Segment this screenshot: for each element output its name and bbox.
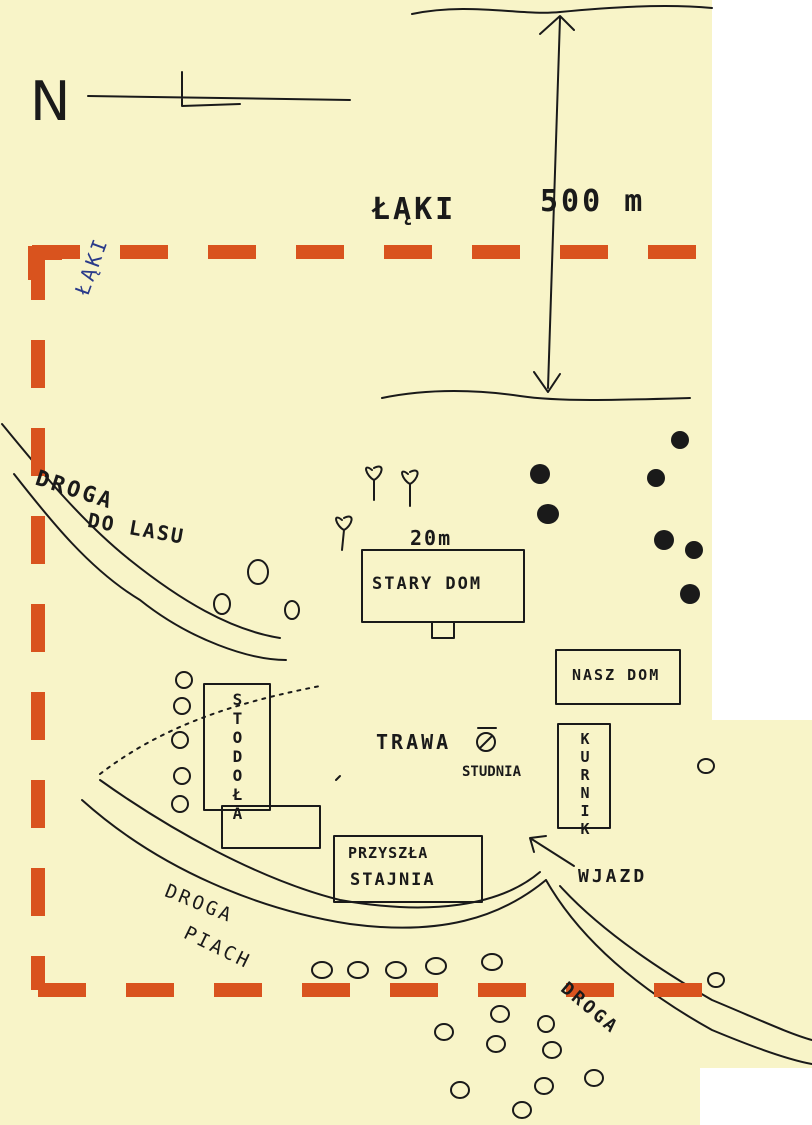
distance-label-20: 20m bbox=[410, 526, 453, 550]
our-house-building bbox=[555, 649, 681, 705]
distance-arrow-icon bbox=[533, 15, 575, 393]
bush-row-south bbox=[311, 953, 503, 979]
future-stable-building bbox=[333, 835, 483, 903]
road-sand-edge-3 bbox=[99, 685, 321, 775]
meadow-label-top: ŁĄKI bbox=[372, 192, 457, 227]
road-sand-edge-1 bbox=[81, 799, 547, 929]
our-house-label: NASZ DOM bbox=[572, 666, 661, 684]
north-arrow-icon bbox=[87, 71, 351, 107]
old-house-label: STARY DOM bbox=[372, 574, 483, 594]
barn-annex-building bbox=[221, 805, 321, 849]
distance-label-500: 500 m bbox=[540, 184, 646, 219]
road-to-forest-edge-2 bbox=[13, 473, 287, 661]
well-label: STUDNIA bbox=[462, 764, 522, 780]
chicken-coop-building bbox=[557, 723, 611, 829]
entrance-label: WJAZD bbox=[578, 866, 648, 887]
dark-bush-group bbox=[530, 431, 703, 604]
road-right-edge-1 bbox=[545, 879, 812, 1065]
well-icon bbox=[476, 732, 496, 752]
grass-mark-icon bbox=[335, 775, 341, 781]
meadow-edge-line-top bbox=[411, 4, 713, 15]
barn-label: STODOŁA bbox=[228, 690, 247, 823]
bush-group-barn bbox=[171, 671, 193, 813]
grass-label: TRAWA bbox=[376, 730, 452, 754]
old-house-porch bbox=[431, 621, 455, 639]
road-right-edge-2 bbox=[559, 885, 812, 1041]
boundary-corner-vertical bbox=[28, 246, 42, 280]
paper-edge-right bbox=[712, 0, 812, 720]
entrance-arrow-icon bbox=[529, 835, 575, 867]
meadow-edge-line-lower bbox=[381, 390, 691, 401]
bush-group-forest-road bbox=[213, 559, 300, 620]
road-sand-edge-2 bbox=[99, 779, 541, 909]
future-stable-label-2: STAJNIA bbox=[350, 870, 436, 890]
future-stable-label-1: PRZYSZŁA bbox=[348, 844, 429, 862]
chicken-coop-label: KURNIK bbox=[576, 730, 594, 838]
paper-edge-bottom-right bbox=[700, 1068, 812, 1125]
property-boundary bbox=[31, 245, 712, 997]
north-label: N bbox=[30, 70, 71, 133]
barn-building bbox=[203, 683, 271, 811]
tree-group bbox=[335, 465, 419, 551]
bush-cluster-southeast bbox=[434, 758, 725, 1119]
